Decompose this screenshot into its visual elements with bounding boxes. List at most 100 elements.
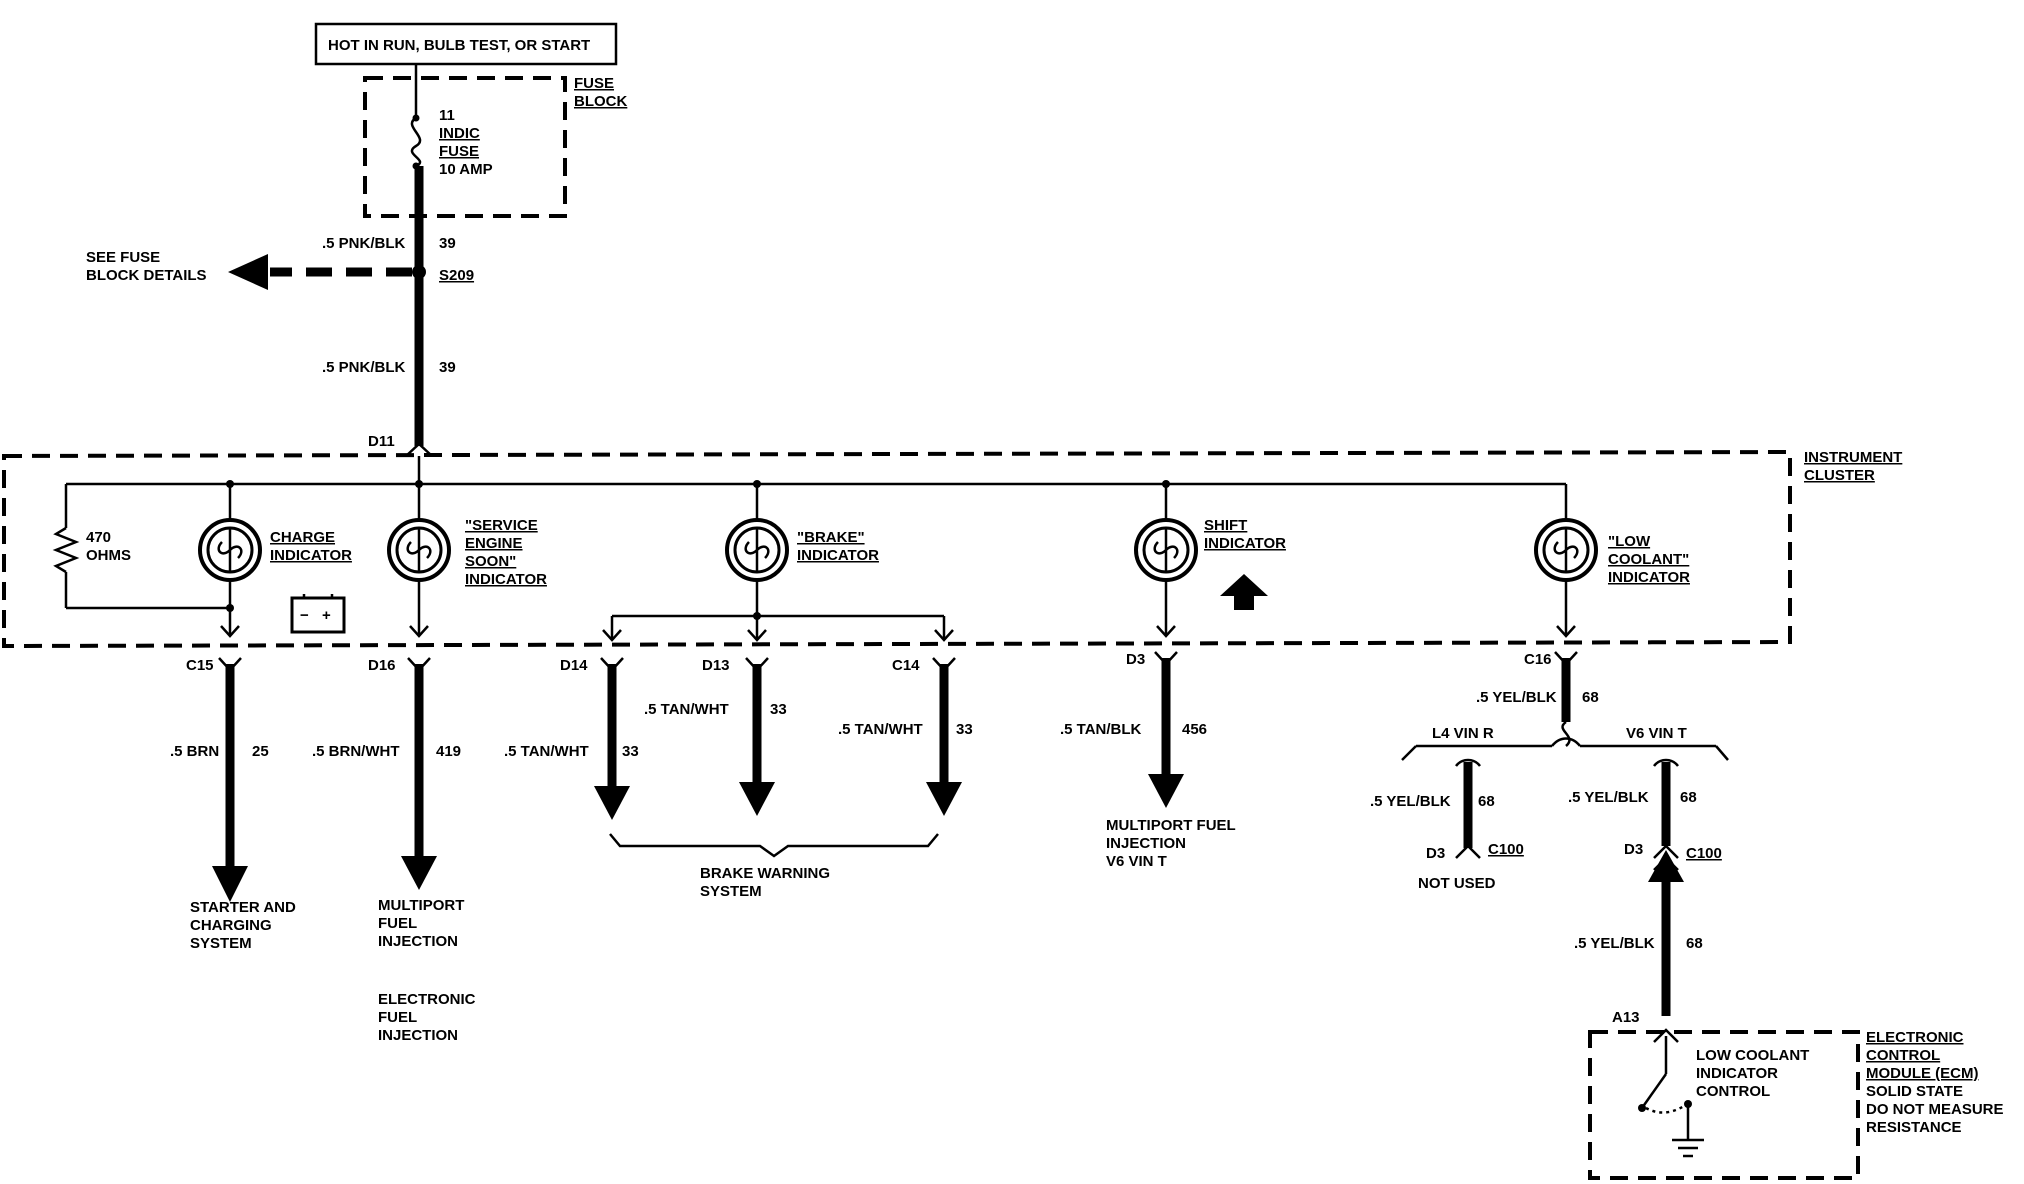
coolant-wire-label: .5 YEL/BLK (1476, 689, 1557, 706)
coolant-connector: C16 (1524, 651, 1552, 668)
shift-up-arrow-icon (1220, 574, 1268, 610)
coolant-label-3: INDICATOR (1608, 569, 1690, 586)
ecm-outline (1588, 1030, 1860, 1180)
coolant-left-circuit: 68 (1478, 793, 1495, 810)
branch-left-label: L4 VIN R (1432, 725, 1494, 742)
cluster-title-1: INSTRUMENT (1804, 449, 1902, 466)
bulb-filament (1153, 528, 1179, 572)
branch-connector (1455, 844, 1481, 859)
brake-arrow-d14-icon (594, 786, 630, 820)
ses-dest-1: MULTIPORT (378, 897, 464, 914)
ses-circuit: 419 (436, 743, 461, 760)
ecm-pin: A13 (1612, 1009, 1640, 1026)
shift-wire-arrow-icon (1148, 774, 1184, 808)
feed-circuit-top: 39 (439, 235, 456, 252)
ses-label-1: "SERVICE (465, 517, 538, 534)
charge-dest-3: SYSTEM (190, 935, 252, 952)
bulb-filament (406, 528, 432, 572)
brake-label-2: INDICATOR (797, 547, 879, 564)
bulb-filament (744, 528, 770, 572)
bulb-connector (1556, 625, 1576, 638)
instrument-cluster-outline (2, 449, 1792, 649)
branch-connector (1455, 758, 1481, 767)
shift-dest-1: MULTIPORT FUEL (1106, 817, 1236, 834)
bulb-filament (217, 528, 243, 572)
ses-label-4: INDICATOR (465, 571, 547, 588)
shift-label-2: INDICATOR (1204, 535, 1286, 552)
brake-connector-d14: D14 (560, 657, 588, 674)
branch-right-label: V6 VIN T (1626, 725, 1687, 742)
fuse-details-arrow-icon (228, 254, 268, 290)
ses-dest2-2: FUEL (378, 1009, 417, 1026)
connector-d11-symbol (405, 442, 433, 457)
coolant-label-1: "LOW (1608, 533, 1651, 550)
branch-end (1401, 745, 1417, 761)
ses-label-3: SOON" (465, 553, 516, 570)
brake-arrow-c14-icon (926, 782, 962, 816)
brake-label-1: "BRAKE" (797, 529, 865, 546)
ecm-control-2: INDICATOR (1696, 1065, 1778, 1082)
ses-wire-label: .5 BRN/WHT (312, 743, 400, 760)
feed-wire-bottom-label: .5 PNK/BLK (322, 359, 406, 376)
ecm-note-1: SOLID STATE (1866, 1083, 1963, 1100)
shift-dest-2: INJECTION (1106, 835, 1186, 852)
ses-dest2-1: ELECTRONIC (378, 991, 476, 1008)
coolant-left-note: NOT USED (1418, 875, 1496, 892)
charge-dest-2: CHARGING (190, 917, 272, 934)
bulb-connector (409, 625, 429, 638)
battery-icon (290, 596, 346, 634)
fuse-number: 11 (439, 107, 455, 124)
coolant-circuit: 68 (1582, 689, 1599, 706)
ses-wire-arrow-icon (401, 856, 437, 890)
charge-connector: C15 (186, 657, 214, 674)
resistor-unit: OHMS (86, 547, 131, 564)
coolant-right-circuit: 68 (1680, 789, 1697, 806)
brake-connector-d13: D13 (702, 657, 730, 674)
ecm-wire-label: .5 YEL/BLK (1574, 935, 1655, 952)
fuse-block-title-2: BLOCK (574, 93, 627, 110)
charge-label-2: INDICATOR (270, 547, 352, 564)
fuse-block-outline (363, 76, 567, 218)
shift-label-1: SHIFT (1204, 517, 1247, 534)
power-source-box (314, 22, 618, 66)
ecm-switch-path (1645, 1104, 1685, 1114)
battery-plus: + (322, 607, 331, 624)
coolant-right-wire-label: .5 YEL/BLK (1568, 789, 1649, 806)
ecm-circuit: 68 (1686, 935, 1703, 952)
connector-d11: D11 (368, 433, 395, 450)
ecm-title-1: ELECTRONIC (1866, 1029, 1964, 1046)
coolant-right-conn-name: C100 (1686, 845, 1722, 862)
coolant-left-wire-label: .5 YEL/BLK (1370, 793, 1451, 810)
coolant-label-2: COOLANT" (1608, 551, 1689, 568)
resistor-icon (52, 526, 80, 574)
fuse-block-title-1: FUSE (574, 75, 614, 92)
bulb-connector (220, 625, 240, 638)
ecm-note-2: DO NOT MEASURE (1866, 1101, 2004, 1118)
ses-connector: D16 (368, 657, 396, 674)
fuse-symbol-icon (410, 116, 422, 168)
resistor-value: 470 (86, 529, 111, 546)
ses-label-2: ENGINE (465, 535, 523, 552)
brake-arrow-d13-icon (739, 782, 775, 816)
power-source-label: HOT IN RUN, BULB TEST, OR START (328, 37, 590, 54)
coolant-right-conn: D3 (1624, 841, 1643, 858)
brake-connector (602, 629, 622, 642)
ecm-switch-icon (1640, 1073, 1668, 1109)
brake-circuit-d14: 33 (622, 743, 639, 760)
ses-dest2-3: INJECTION (378, 1027, 458, 1044)
ecm-control-3: CONTROL (1696, 1083, 1770, 1100)
ses-dest-2: FUEL (378, 915, 417, 932)
ses-dest-3: INJECTION (378, 933, 458, 950)
brake-bracket (609, 833, 939, 858)
fuse-terminal-top (412, 114, 420, 122)
ecm-control-1: LOW COOLANT (1696, 1047, 1809, 1064)
splice-label: S209 (439, 267, 474, 284)
charge-dest-1: STARTER AND (190, 899, 296, 916)
brake-connector (934, 629, 954, 642)
charge-wire-arrow-icon (212, 866, 248, 902)
coolant-left-conn: D3 (1426, 845, 1445, 862)
coolant-right-arrow-icon (1648, 850, 1684, 882)
bulb-filament (1553, 528, 1579, 572)
fuse-rating: 10 AMP (439, 161, 493, 178)
